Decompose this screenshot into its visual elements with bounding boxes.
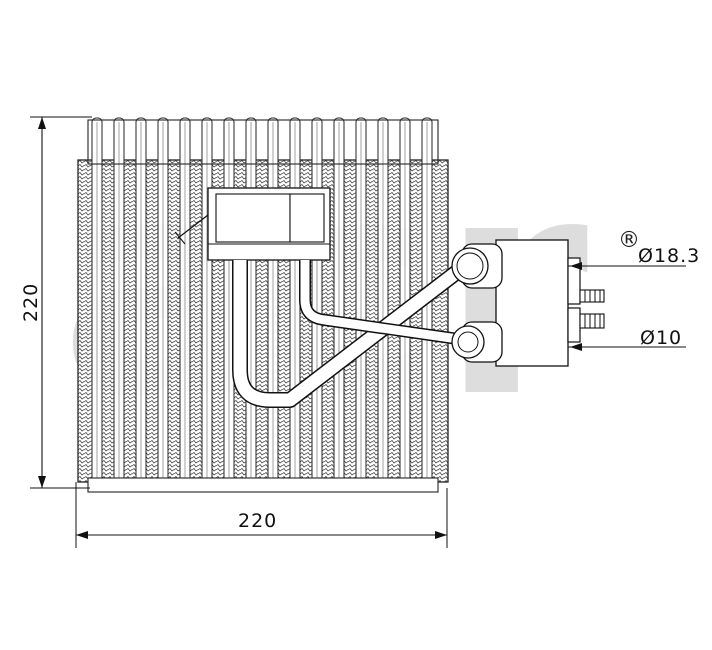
registered-mark: ® (618, 228, 640, 253)
refrigerant-pipes (232, 255, 475, 408)
valve-block (174, 187, 331, 261)
connector-flange (451, 239, 605, 367)
dimension-inlet: Ø10 (568, 327, 686, 351)
height-dimension-label: 220 (20, 283, 42, 322)
dimension-outlet: Ø18.3 (568, 245, 700, 270)
dimension-width: 220 (75, 482, 448, 548)
evaporator-core-body (77, 117, 449, 493)
width-dimension-label: 220 (238, 510, 277, 532)
inlet-diameter-label: Ø10 (640, 327, 682, 349)
outlet-diameter-label: Ø18.3 (638, 245, 700, 267)
dimension-height: 220 (20, 116, 92, 489)
